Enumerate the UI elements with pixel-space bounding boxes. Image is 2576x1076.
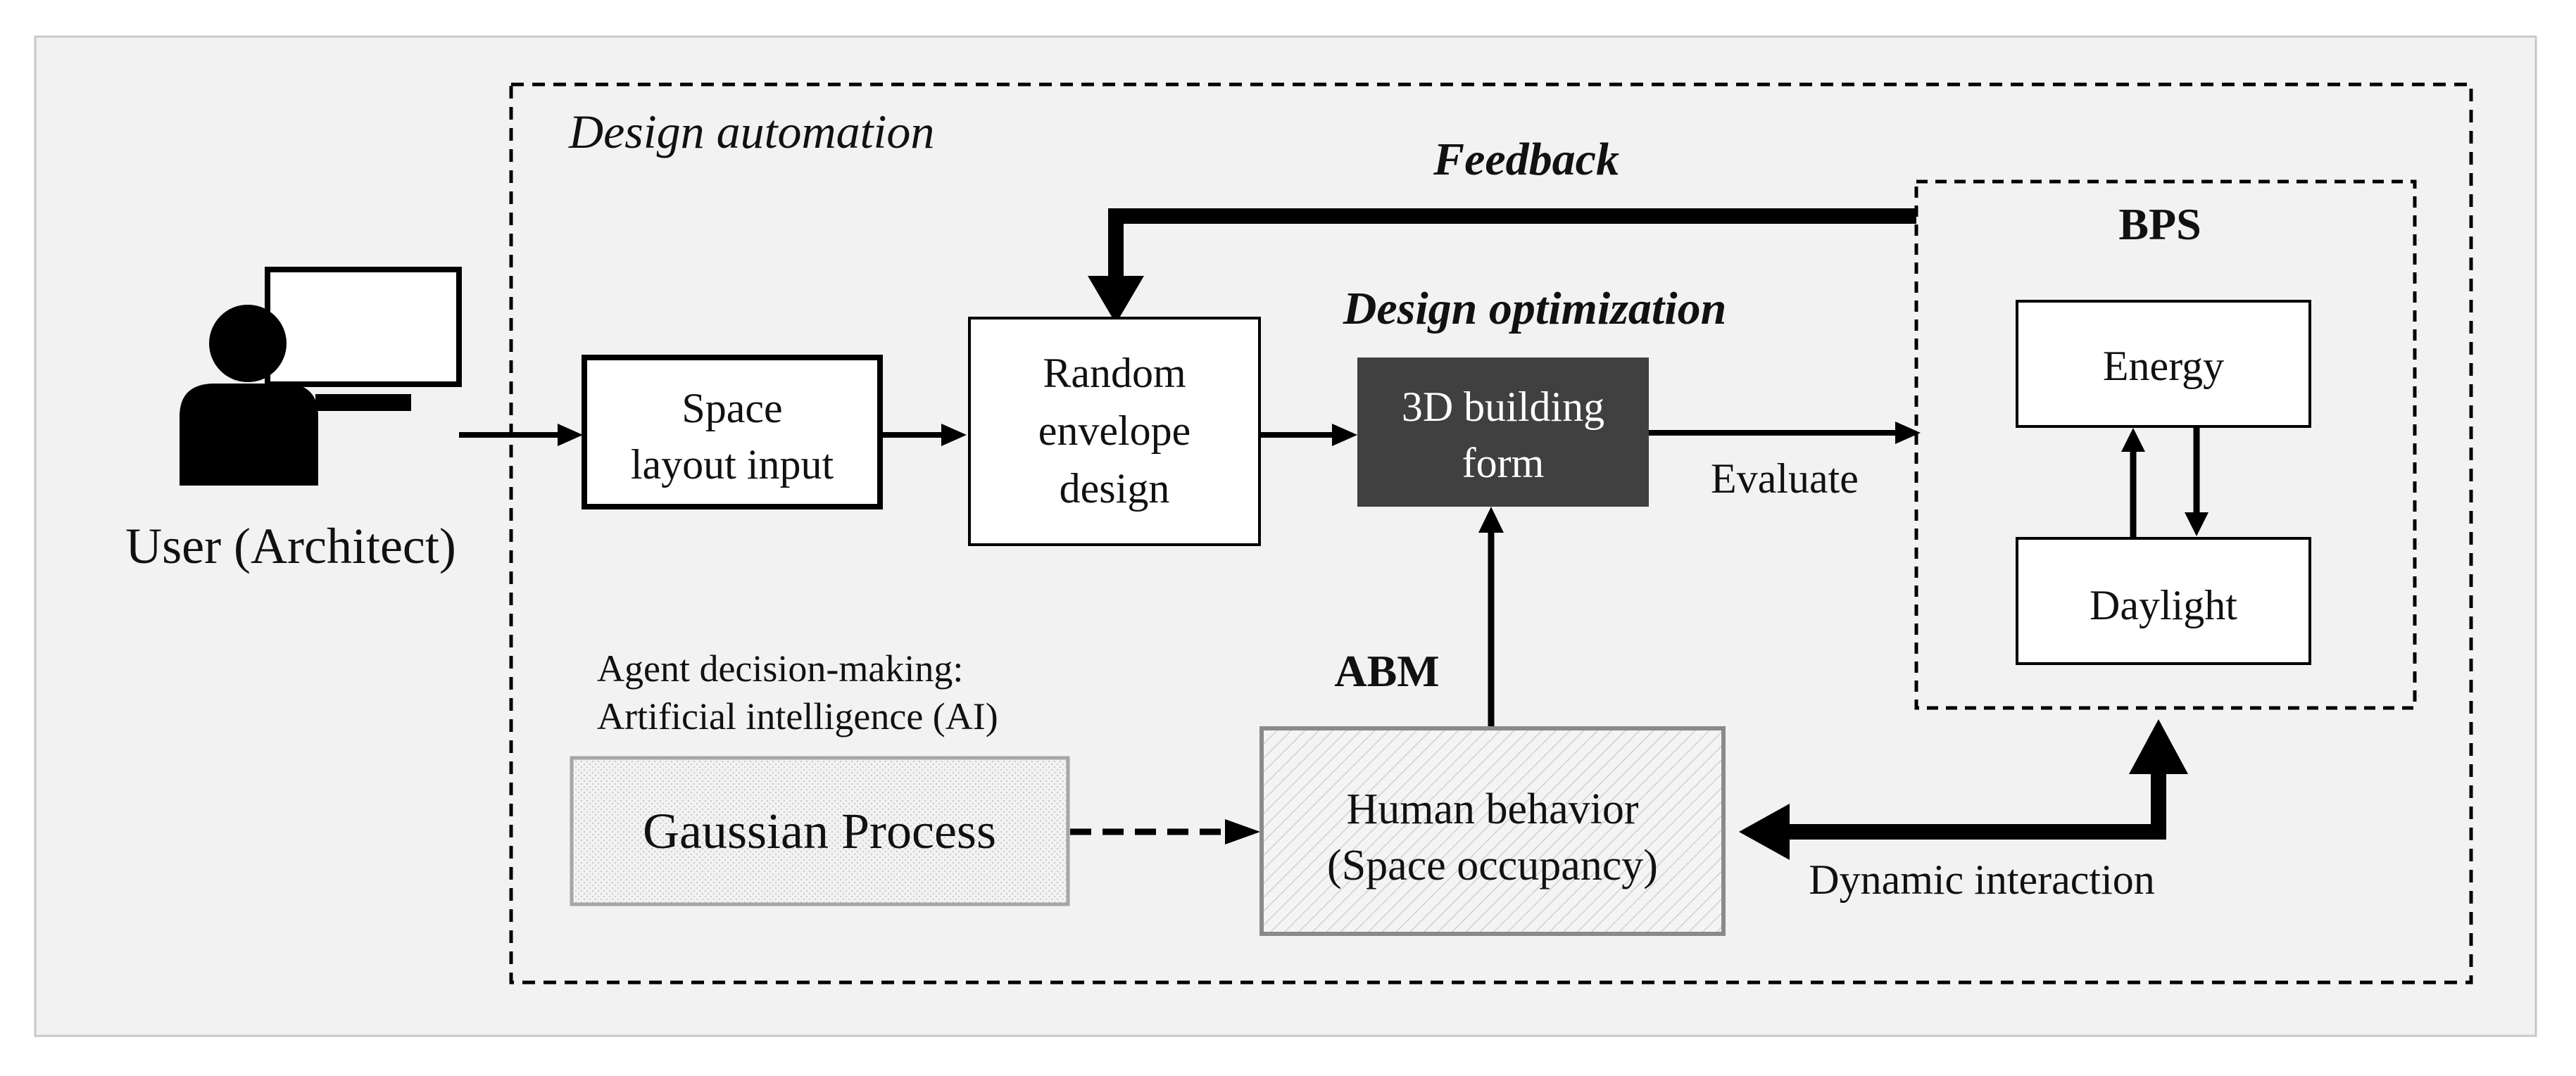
agent-decision-line2: Artificial intelligence (AI) [597, 695, 998, 738]
user-label: User (Architect) [125, 518, 456, 574]
building-form-line1: 3D building [1402, 384, 1604, 430]
dynamic-interaction-arrow [1785, 767, 2166, 840]
3d-building-form-box [1357, 357, 1649, 507]
space-layout-line1: Space [681, 385, 782, 431]
space-to-envelope-arrowhead [941, 424, 967, 446]
bps-boundary [1914, 179, 2417, 710]
dynamic-interaction-label: Dynamic interaction [1809, 856, 2154, 903]
feedback-arrow [1108, 208, 1916, 281]
human-behavior-box [1259, 726, 1726, 936]
gaussian-process-label: Gaussian Process [643, 803, 996, 859]
bps-title: BPS [2118, 199, 2201, 249]
daylight-box [2016, 537, 2311, 665]
energy-to-daylight-arrowhead [2185, 512, 2209, 536]
feedback-arrowhead [1088, 276, 1144, 324]
user-to-space-arrowhead [558, 424, 583, 446]
envelope-to-form-arrowhead [1332, 424, 1357, 446]
daylight-to-energy-arrowhead [2121, 428, 2145, 452]
random-envelope-line2: envelope [1038, 407, 1191, 454]
human-behavior-line2: (Space occupancy) [1327, 842, 1658, 890]
user-computer-icon [180, 267, 462, 486]
agent-decision-line1: Agent decision-making: [597, 647, 963, 690]
design-optimization-label: Design optimization [1343, 283, 1727, 334]
gaussian-process-box [570, 756, 1070, 906]
design-automation-boundary [509, 82, 2473, 985]
feedback-label: Feedback [1433, 134, 1619, 185]
human-behavior-line1: Human behavior [1347, 785, 1639, 833]
energy-box [2016, 300, 2311, 428]
daylight-label: Daylight [2090, 582, 2237, 628]
dynamic-interaction-arrowhead-up [2129, 719, 2188, 774]
random-envelope-line3: design [1060, 465, 1170, 512]
random-envelope-line1: Random [1043, 350, 1186, 396]
energy-label: Energy [2103, 343, 2224, 389]
design-automation-title: Design automation [568, 105, 934, 158]
gaussian-to-behavior-arrowhead [1225, 819, 1260, 844]
space-layout-line2: layout input [631, 441, 834, 488]
abm-to-form-arrowhead [1478, 507, 1504, 533]
evaluate-label: Evaluate [1711, 455, 1859, 502]
dynamic-interaction-arrowhead-left [1739, 804, 1790, 860]
building-form-line2: form [1462, 440, 1545, 486]
random-envelope-design-box [968, 317, 1261, 546]
abm-label: ABM [1334, 646, 1439, 696]
evaluate-arrowhead [1895, 422, 1921, 444]
space-layout-input-box [582, 355, 883, 509]
